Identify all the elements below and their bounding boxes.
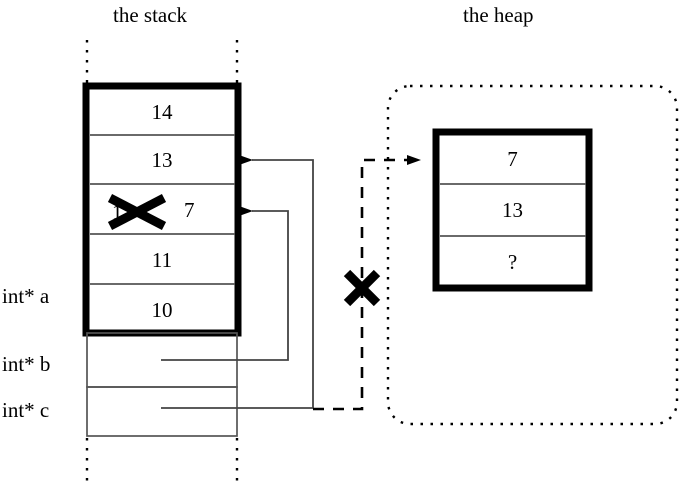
stack-cell-value-1: 13	[151, 148, 173, 172]
stack-pointer-cells	[86, 332, 238, 437]
heap-cell-value-1: 13	[502, 198, 523, 222]
stack-cell-value-4: 10	[151, 298, 173, 322]
dangling-heap-pointer-arrow	[313, 155, 421, 411]
heap-cell-value-2: ?	[507, 250, 518, 274]
heap-region-boundary	[386, 84, 679, 426]
pointer-c-arrow	[161, 155, 314, 409]
heap-title: the heap	[463, 3, 534, 27]
heap-block-box	[432, 128, 593, 292]
strikethrough-x-mark	[107, 194, 167, 230]
pointer-b-arrow	[161, 206, 289, 361]
pointer-label-a: int* a	[2, 284, 50, 308]
stack-title: the stack	[113, 3, 188, 27]
stack-cell-value-2-old: 12	[112, 200, 133, 224]
pointer-label-c: int* c	[2, 398, 50, 422]
pointer-label-b: int* b	[2, 352, 51, 376]
stack-cell-value-0: 14	[151, 100, 173, 124]
stack-cell-value-2-new: 7	[184, 198, 195, 222]
stack-guide-rails	[85, 40, 239, 487]
invalidated-pointer-x-mark	[343, 269, 381, 307]
heap-cell-value-0: 7	[507, 147, 518, 171]
stack-cell-value-3: 11	[151, 248, 173, 272]
